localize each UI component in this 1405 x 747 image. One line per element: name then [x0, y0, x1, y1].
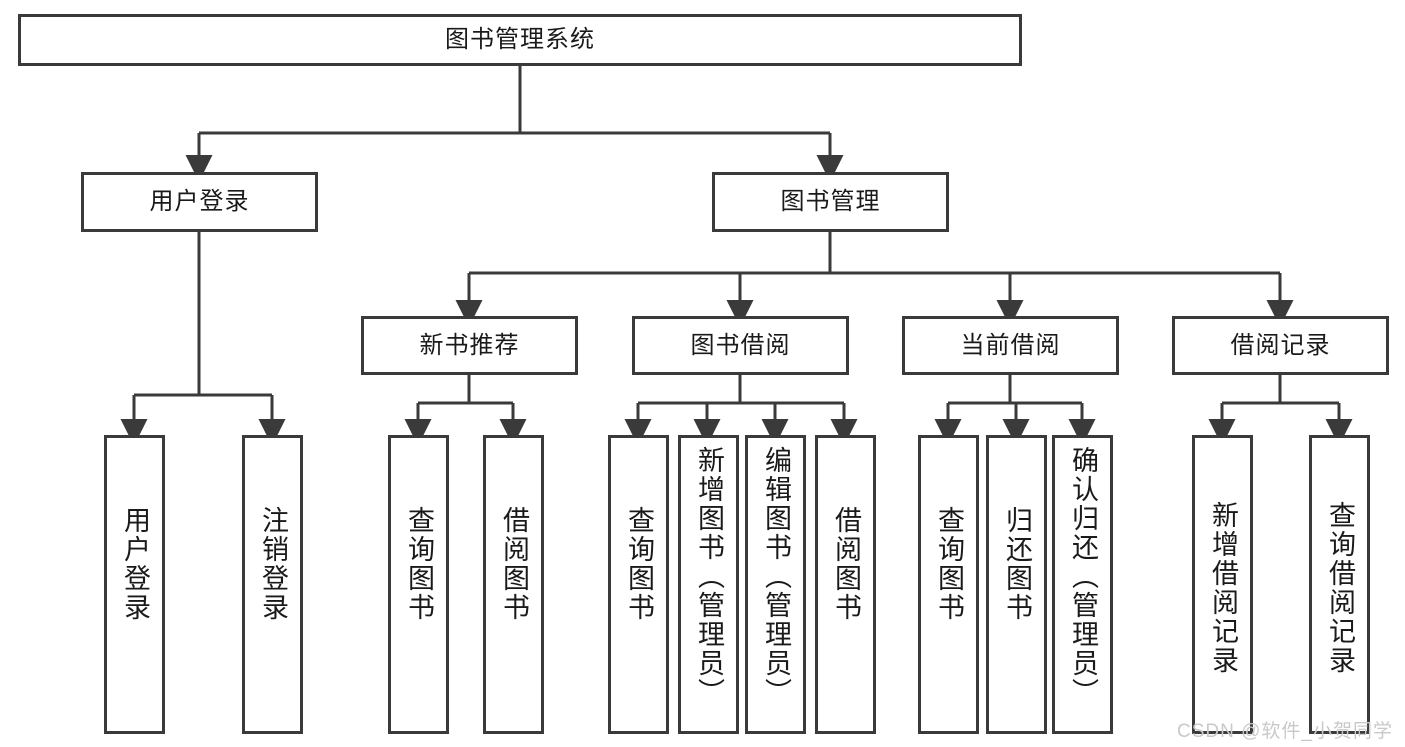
leaf-label: 注销登录: [258, 506, 288, 622]
leaf-label: 借阅图书: [831, 506, 861, 622]
leaf-label: 新增图书（管理员）: [694, 446, 724, 707]
node-new-book-recommend[interactable]: 新书推荐: [361, 316, 578, 375]
leaf-label: 归还图书: [1002, 506, 1032, 622]
leaf-label: 查询借阅记录: [1325, 501, 1355, 675]
leaf-user-login-logout[interactable]: 注销登录: [242, 435, 303, 734]
node-root-book-management-system[interactable]: 图书管理系统: [18, 14, 1022, 66]
node-label: 图书管理系统: [445, 26, 595, 54]
node-label: 借阅记录: [1230, 331, 1331, 359]
leaf-label: 用户登录: [120, 506, 150, 622]
leaf-borrow-record-add-record[interactable]: 新增借阅记录: [1192, 435, 1253, 734]
leaf-user-login-login[interactable]: 用户登录: [104, 435, 165, 734]
leaf-book-borrow-borrow-book[interactable]: 借阅图书: [815, 435, 876, 734]
node-borrow-record[interactable]: 借阅记录: [1172, 316, 1389, 375]
leaf-current-borrow-query-book[interactable]: 查询图书: [918, 435, 979, 734]
node-user-login[interactable]: 用户登录: [81, 172, 318, 232]
leaf-label: 查询图书: [404, 506, 434, 622]
leaf-current-borrow-return-book[interactable]: 归还图书: [986, 435, 1047, 734]
node-label: 用户登录: [149, 188, 250, 216]
node-label: 新书推荐: [419, 331, 520, 359]
leaf-book-borrow-query-book[interactable]: 查询图书: [608, 435, 669, 734]
leaf-new-book-query-book[interactable]: 查询图书: [388, 435, 449, 734]
node-book-borrow[interactable]: 图书借阅: [632, 316, 849, 375]
leaf-borrow-record-query-record[interactable]: 查询借阅记录: [1309, 435, 1370, 734]
leaf-label: 确认归还（管理员）: [1068, 446, 1098, 707]
node-label: 图书管理: [780, 188, 881, 216]
node-current-borrow[interactable]: 当前借阅: [902, 316, 1119, 375]
leaf-label: 查询图书: [624, 506, 654, 622]
node-label: 当前借阅: [960, 331, 1061, 359]
leaf-label: 查询图书: [934, 506, 964, 622]
leaf-label: 新增借阅记录: [1208, 501, 1238, 675]
leaf-book-borrow-edit-book-admin[interactable]: 编辑图书（管理员）: [745, 435, 806, 734]
node-label: 图书借阅: [690, 331, 791, 359]
leaf-new-book-borrow-book[interactable]: 借阅图书: [483, 435, 544, 734]
node-book-management[interactable]: 图书管理: [712, 172, 949, 232]
leaf-book-borrow-add-book-admin[interactable]: 新增图书（管理员）: [678, 435, 739, 734]
leaf-current-borrow-confirm-return-admin[interactable]: 确认归还（管理员）: [1052, 435, 1113, 734]
leaf-label: 编辑图书（管理员）: [761, 446, 791, 707]
leaf-label: 借阅图书: [499, 506, 529, 622]
